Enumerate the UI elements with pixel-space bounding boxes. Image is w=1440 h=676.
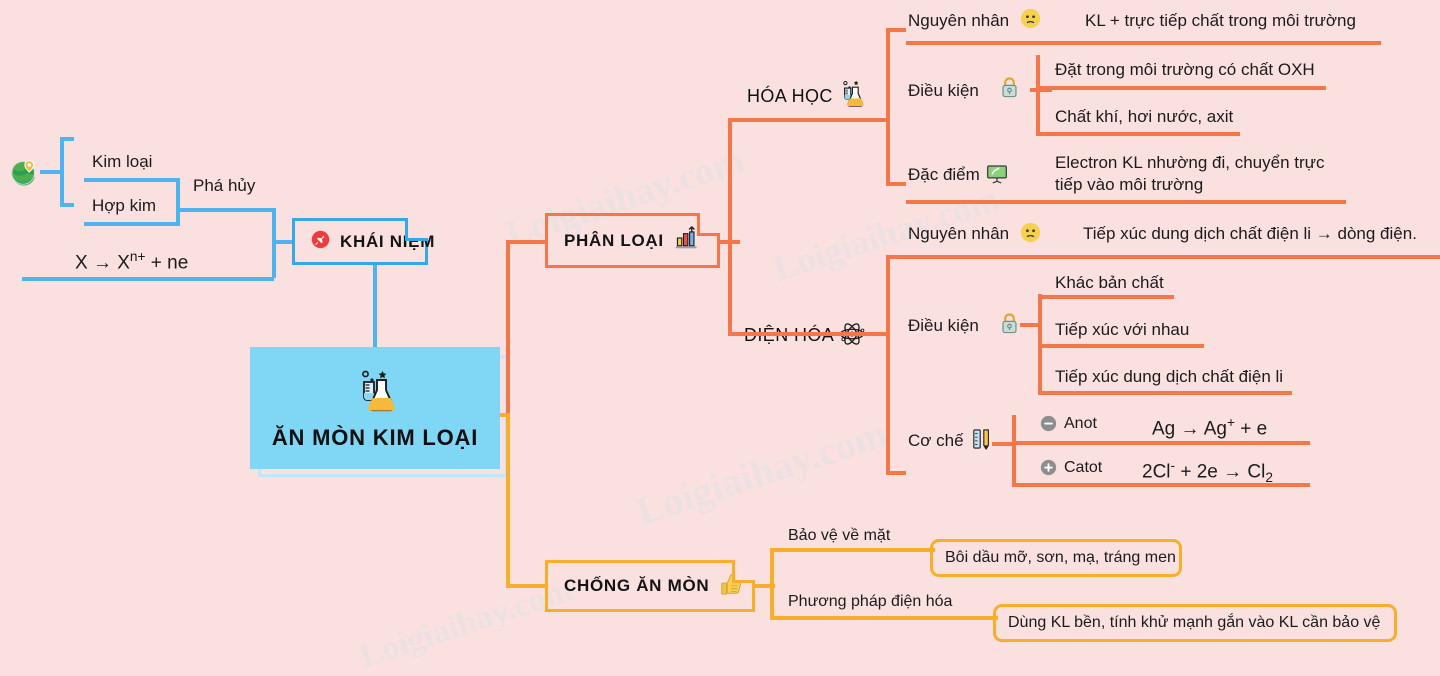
- mindmap-canvas: Loigiaihay.com Loigiaihay.com Loigiaihay…: [10, 8, 1440, 675]
- concept-item-kim-loai: Kim loại: [92, 152, 153, 171]
- lock-icon: [1000, 312, 1019, 340]
- node-phan-loai[interactable]: PHÂN LOẠI: [545, 213, 720, 268]
- detail-hoahoc-nguyennhan-1: KL + trực tiếp chất trong môi trường: [1085, 11, 1356, 30]
- detail-hoahoc-dieukien-1: Đặt trong môi trường có chất OXH: [1055, 60, 1315, 79]
- thinking-face-icon: [1020, 8, 1041, 34]
- concept-equation: X → Xn+ + ne: [75, 249, 189, 274]
- row-label-bao-ve-ve-mat: Bảo vệ về mặt: [788, 527, 891, 544]
- row-label-dac-diem: Đặc điểm: [908, 165, 980, 184]
- pin-badge-icon: [311, 230, 330, 254]
- row-label-dieu-kien-dh: Điều kiện: [908, 316, 979, 335]
- detail-dienhoa-dieukien-3: Tiếp xúc dung dịch chất điện li: [1055, 367, 1284, 386]
- row-label-nguyen-nhan-dh: Nguyên nhân: [908, 224, 1010, 243]
- center-node[interactable]: ĂN MÒN KIM LOẠI: [250, 347, 508, 477]
- node-chong-an-mon-title: CHỐNG ĂN MÒN: [564, 576, 710, 595]
- branch-title-hoa-hoc: HÓA HỌC: [747, 86, 833, 106]
- center-node-title: ĂN MÒN KIM LOẠI: [271, 424, 479, 450]
- electrode-label-anot: Anot: [1064, 415, 1097, 432]
- thinking-face-icon: [1020, 222, 1041, 248]
- watermark: Loigiaihay.com: [630, 410, 893, 534]
- detail-dienhoa-nguyennhan-1: Tiếp xúc dung dịch chất điện li → dòng đ…: [1083, 224, 1417, 243]
- detail-hoahoc-dieukien-2: Chất khí, hơi nước, axit: [1055, 107, 1234, 126]
- folded-corner: [405, 218, 428, 241]
- globe-icon: [10, 158, 38, 186]
- detail-phuong-phap-dien-hoa-text: Dùng KL bền, tính khử mạnh gắn vào KL cầ…: [1008, 614, 1381, 631]
- electrode-equation-anot: Ag → Ag+ + e: [1152, 415, 1268, 440]
- detail-bao-ve-ve-mat-text: Bôi dầu mỡ, sơn, mạ, tráng men: [945, 549, 1176, 566]
- detail-phuong-phap-dien-hoa: Dùng KL bền, tính khử mạnh gắn vào KL cầ…: [993, 604, 1397, 642]
- relation-label-pha-huy: Phá hủy: [193, 176, 256, 195]
- concept-item-hop-kim: Hợp kim: [92, 196, 157, 215]
- node-khai-niem[interactable]: KHÁI NIỆM: [292, 218, 434, 265]
- lock-icon: [1000, 76, 1019, 104]
- detail-dienhoa-dieukien-2: Tiếp xúc với nhau: [1055, 320, 1190, 339]
- detail-bao-ve-ve-mat: Bôi dầu mỡ, sơn, mạ, tráng men: [930, 539, 1182, 577]
- row-label-dieu-kien: Điều kiện: [908, 81, 979, 100]
- row-label-phuong-phap-dien-hoa: Phương pháp điện hóa: [788, 593, 953, 610]
- minus-circle-icon: [1040, 415, 1057, 437]
- flask-icon: [353, 366, 397, 419]
- bar-chart-icon: [674, 225, 700, 256]
- node-chong-an-mon[interactable]: CHỐNG ĂN MÒN: [545, 560, 755, 612]
- plus-circle-icon: [1040, 459, 1057, 481]
- electrode-label-catot: Catot: [1064, 459, 1103, 476]
- row-label-nguyen-nhan: Nguyên nhân: [908, 11, 1010, 30]
- node-phan-loai-title: PHÂN LOẠI: [564, 230, 664, 250]
- folded-corner: [697, 213, 720, 236]
- folded-corner: [732, 560, 755, 583]
- atom-icon: [838, 320, 866, 353]
- ruler-pencil-icon: [972, 428, 992, 455]
- detail-dienhoa-dieukien-1: Khác bản chất: [1055, 273, 1164, 292]
- presentation-board-icon: [986, 164, 1008, 190]
- electrode-equation-catot: 2Cl- + 2e → Cl2: [1142, 458, 1273, 486]
- detail-hoahoc-dacdiem-1: Electron KL nhường đi, chuyển trực tiếp …: [1055, 153, 1325, 194]
- flask-icon: [838, 79, 866, 112]
- row-label-co-che: Cơ chế: [908, 431, 964, 450]
